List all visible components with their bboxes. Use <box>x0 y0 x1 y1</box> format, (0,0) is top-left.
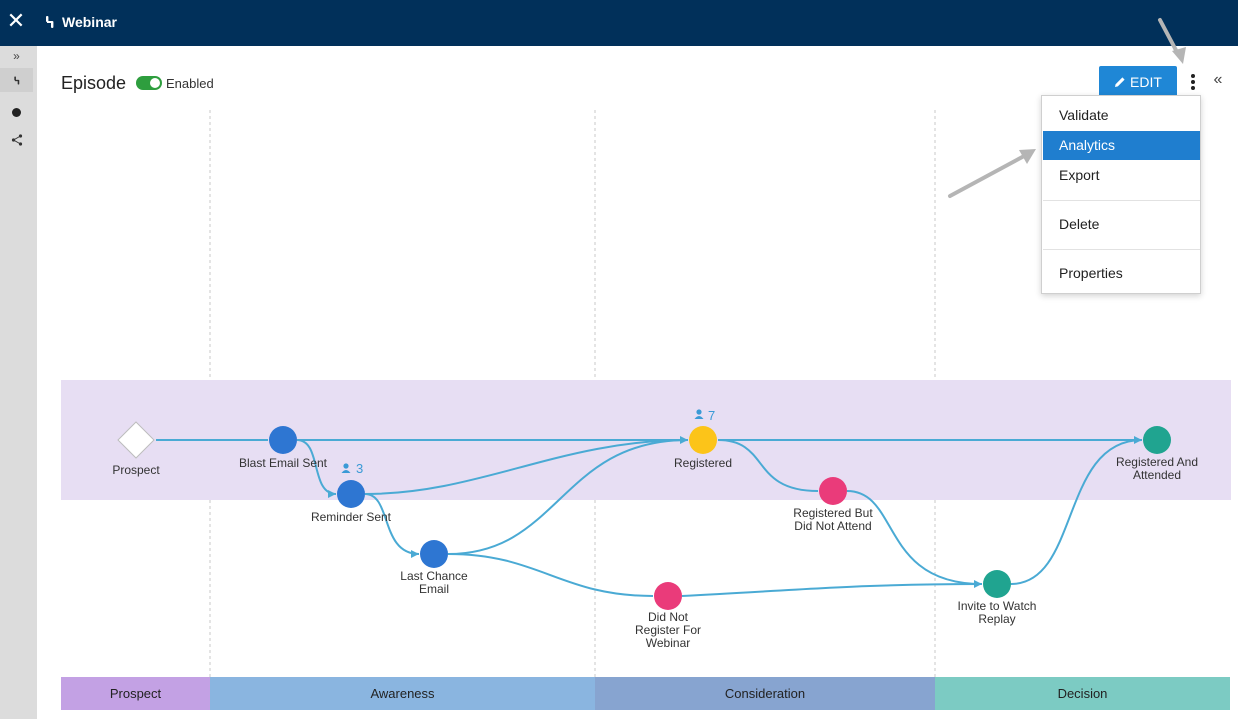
edge-reminder-lastchance <box>364 493 420 555</box>
enabled-toggle[interactable] <box>136 76 162 90</box>
menu-item-validate[interactable]: Validate <box>1059 107 1109 123</box>
share-icon <box>11 134 22 146</box>
more-options-menu: Validate Analytics Export Delete Propert… <box>1041 95 1201 294</box>
edge-lastchance-notregister <box>447 553 654 597</box>
count-registered: 7 <box>708 408 715 423</box>
app-title: Webinar <box>62 14 117 30</box>
node-label-line: Register For <box>635 623 701 637</box>
flow-edges <box>156 439 1143 597</box>
count-reminder: 3 <box>356 461 363 476</box>
annotation-arrowhead <box>1019 149 1036 164</box>
node-blast-email-sent[interactable] <box>269 426 297 454</box>
person-icon-body <box>341 470 351 473</box>
edge-registered-notattend <box>717 439 819 492</box>
count-badge-reminder: 3 <box>341 461 363 476</box>
menu-item-properties[interactable]: Properties <box>1059 265 1123 281</box>
node-last-chance-email[interactable] <box>420 540 448 568</box>
arrowhead <box>328 490 336 498</box>
episode-icon <box>46 16 54 28</box>
node-label-line: Email <box>419 582 449 596</box>
node-reminder-sent[interactable] <box>337 480 365 508</box>
edge-arrowheads <box>328 436 1142 588</box>
annotation-arrows <box>948 18 1186 198</box>
edit-button[interactable]: EDIT <box>1099 66 1177 98</box>
node-label-line: Attended <box>1133 468 1181 482</box>
node-prospect[interactable] <box>117 421 155 459</box>
node-label-line: Replay <box>978 612 1015 626</box>
rail-item-share[interactable] <box>0 128 33 152</box>
toggle-label: Enabled <box>166 76 214 91</box>
menu-separator <box>1043 249 1200 250</box>
count-badge-registered: 7 <box>694 408 715 423</box>
node-label-line: Did Not <box>648 610 689 624</box>
menu-item-export[interactable]: Export <box>1059 167 1100 183</box>
node-invite-to-watch-replay[interactable] <box>983 570 1011 598</box>
person-icon <box>343 463 349 469</box>
edge-reminder-registered <box>364 439 689 495</box>
annotation-arrow <box>1158 18 1180 56</box>
page-title: Episode <box>61 73 127 93</box>
close-icon[interactable]: ✕ <box>6 8 26 33</box>
arrowhead <box>680 436 688 444</box>
pencil-icon <box>1115 77 1125 87</box>
node-label: Registered <box>674 456 732 470</box>
arrowhead <box>1134 436 1142 444</box>
edge-lastchance-registered <box>447 439 689 555</box>
node-label-line: Registered But <box>793 506 873 520</box>
annotation-arrowhead <box>1172 47 1186 64</box>
edit-label: EDIT <box>1130 74 1162 90</box>
menu-separator <box>1043 200 1200 201</box>
stage-decision: Decision <box>935 677 1230 710</box>
node-label-line: Invite to Watch <box>958 599 1037 613</box>
node-label: Reminder Sent <box>311 510 392 524</box>
toggle-knob <box>150 78 160 88</box>
expand-icon[interactable]: » <box>13 49 20 63</box>
arrowhead <box>974 580 982 588</box>
collapse-icon[interactable]: « <box>1213 71 1223 88</box>
node-registered[interactable] <box>689 426 717 454</box>
node-label: Prospect <box>112 463 160 477</box>
menu-item-analytics[interactable]: Analytics <box>1043 131 1200 160</box>
node-registered-and-attended[interactable] <box>1143 426 1171 454</box>
more-options-icon[interactable] <box>1186 71 1200 91</box>
flow-nodes <box>117 421 1171 610</box>
person-icon-body <box>694 416 704 419</box>
node-label-line: Webinar <box>646 636 690 650</box>
node-did-not-register[interactable] <box>654 582 682 610</box>
menu-item-delete[interactable]: Delete <box>1059 216 1100 232</box>
edge-notregister-replay <box>681 583 983 597</box>
node-label-line: Did Not Attend <box>794 519 871 533</box>
annotation-arrow <box>948 153 1028 198</box>
stage-consideration: Consideration <box>595 677 935 710</box>
stage-awareness: Awareness <box>210 677 595 710</box>
node-label: Blast Email Sent <box>239 456 328 470</box>
arrowhead <box>411 550 419 558</box>
person-icon <box>696 409 702 415</box>
edge-replay-attended <box>1010 439 1143 585</box>
node-label-line: Last Chance <box>400 569 468 583</box>
node-registered-but-did-not-attend[interactable] <box>819 477 847 505</box>
episode-icon <box>13 76 19 84</box>
rail-item-episode[interactable] <box>0 68 33 92</box>
left-rail: » <box>0 46 37 719</box>
stage-prospect: Prospect <box>61 677 210 710</box>
rail-item-dot[interactable] <box>0 100 33 124</box>
dot-icon <box>12 107 21 117</box>
top-bar: ✕ Webinar <box>0 0 1238 46</box>
node-label-line: Registered And <box>1116 455 1198 469</box>
edge-notattend-replay <box>846 490 983 585</box>
